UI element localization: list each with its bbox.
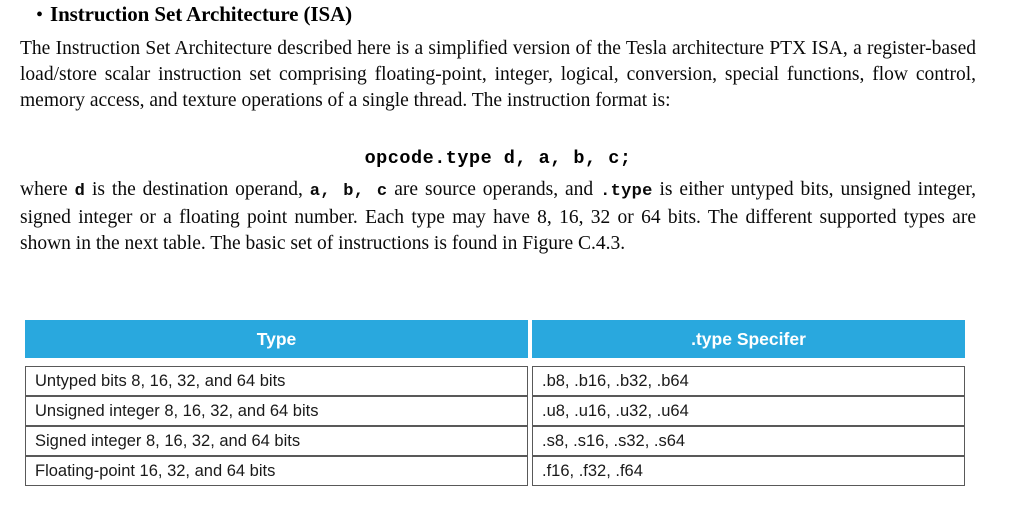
- operand-abc-code: a, b, c: [309, 182, 388, 201]
- cell-specifier: .u8, .u16, .u32, .u64: [532, 396, 965, 426]
- cell-type: Untyped bits 8, 16, 32, and 64 bits: [25, 366, 528, 396]
- para2-seg-4: is either untyped bits, unsigned integer…: [20, 179, 977, 254]
- table-row: Unsigned integer 8, 16, 32, and 64 bits …: [25, 396, 965, 426]
- cell-divider: [528, 426, 532, 456]
- cell-type: Unsigned integer 8, 16, 32, and 64 bits: [25, 396, 528, 426]
- operand-description-paragraph: where d is the destination operand, a, b…: [20, 177, 976, 257]
- header-column-divider: [528, 320, 532, 358]
- gap-right: [532, 358, 965, 366]
- header-body-gap: [25, 358, 965, 366]
- cell-specifier: .s8, .s16, .s32, .s64: [532, 426, 965, 456]
- para2-seg-2: is the destination operand,: [85, 179, 310, 200]
- cell-divider: [528, 396, 532, 426]
- types-table: Type .type Specifer Untyped bits 8, 16, …: [25, 320, 965, 486]
- cell-divider: [528, 456, 532, 486]
- gap-mid: [528, 358, 532, 366]
- table-row: Signed integer 8, 16, 32, and 64 bits .s…: [25, 426, 965, 456]
- instruction-format-code: opcode.type d, a, b, c;: [364, 148, 632, 169]
- column-header-specifier: .type Specifer: [532, 320, 965, 358]
- types-table-body: Untyped bits 8, 16, 32, and 64 bits .b8,…: [25, 358, 965, 486]
- type-keyword-code: .type: [600, 182, 653, 201]
- gap-left: [25, 358, 528, 366]
- column-header-type: Type: [25, 320, 528, 358]
- cell-type: Floating-point 16, 32, and 64 bits: [25, 456, 528, 486]
- intro-paragraph: The Instruction Set Architecture describ…: [20, 38, 976, 111]
- cell-specifier: .b8, .b16, .b32, .b64: [532, 366, 965, 396]
- table-row: Untyped bits 8, 16, 32, and 64 bits .b8,…: [25, 366, 965, 396]
- types-table-head: Type .type Specifer: [25, 320, 965, 358]
- bullet-icon: •: [36, 4, 44, 26]
- section-heading: • Instruction Set Architecture (ISA): [20, 0, 980, 28]
- cell-divider: [528, 366, 532, 396]
- section-heading-text: Instruction Set Architecture (ISA): [50, 2, 353, 26]
- para2-seg-1: where: [20, 179, 75, 200]
- table-row: Floating-point 16, 32, and 64 bits .f16,…: [25, 456, 965, 486]
- operand-d-code: d: [74, 182, 86, 201]
- types-table-header-row: Type .type Specifer: [25, 320, 965, 358]
- cell-specifier: .f16, .f32, .f64: [532, 456, 965, 486]
- para2-seg-3: are source operands, and: [387, 179, 601, 200]
- cell-type: Signed integer 8, 16, 32, and 64 bits: [25, 426, 528, 456]
